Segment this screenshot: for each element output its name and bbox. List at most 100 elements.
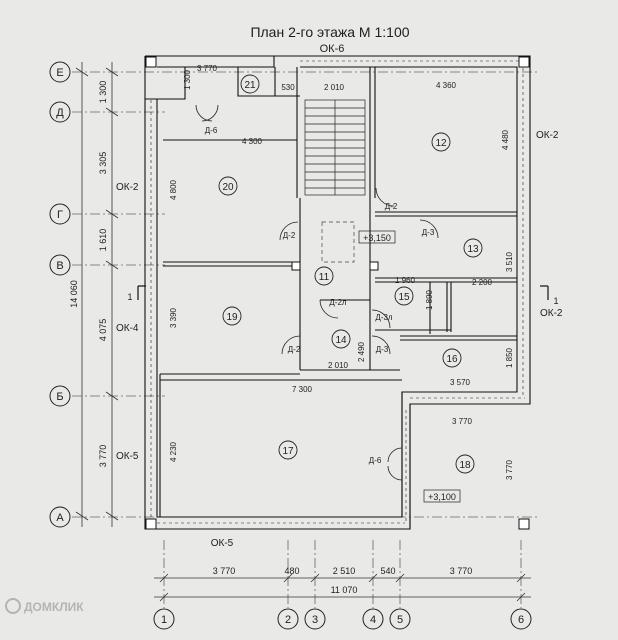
dim-left: 1 300: [98, 81, 108, 104]
domclick-watermark: ДОМКЛИК: [5, 598, 84, 614]
dim-inner: 3 570: [450, 378, 471, 387]
dim-inner: 2 010: [328, 361, 349, 370]
watermark-text: ДОМКЛИК: [24, 600, 84, 614]
dim-inner: 3 390: [169, 307, 178, 328]
axis-circle-g: [49, 203, 71, 225]
dim-inner: 4 480: [501, 129, 510, 150]
door-label: Д-2: [385, 202, 398, 211]
room-number: 12: [435, 138, 447, 149]
axis-label-row: Г: [57, 209, 63, 221]
door-label: Д-3: [422, 228, 435, 237]
dim-left: 3 305: [98, 152, 108, 175]
axis-markers-rows: [49, 61, 71, 528]
axis-circle-b: [49, 385, 71, 407]
level-mark-upper: +3,150: [363, 233, 391, 243]
room-number: 19: [226, 312, 238, 323]
section-cut-marks: [137, 285, 549, 300]
room-number: 11: [319, 272, 330, 283]
dim-inner: 4 230: [169, 441, 178, 462]
level-mark-lower: +3,100: [428, 492, 456, 502]
axis-label-row: Д: [56, 107, 64, 119]
axis-label-col: 1: [161, 614, 167, 626]
wall-hatch: [150, 60, 525, 524]
door-label: Д-3: [376, 345, 389, 354]
door-swings: [195, 104, 439, 481]
axis-label-row: Е: [56, 67, 63, 79]
axis-circle-e: [49, 61, 71, 83]
window-label-right-lower: ОК-2: [540, 308, 563, 319]
dim-left: 4 075: [98, 319, 108, 342]
axis-label-col: 4: [370, 614, 376, 626]
room-number: 20: [222, 182, 234, 193]
dim-inner: 4 800: [169, 179, 178, 200]
dim-left: 3 770: [98, 445, 108, 468]
axis-markers-cols: [153, 608, 532, 630]
axis-label-col: 2: [285, 614, 291, 626]
axis-circle-a: [49, 506, 71, 528]
dim-left-total: 14 060: [69, 280, 79, 308]
dim-bottom: 3 770: [213, 566, 236, 576]
room-number: 16: [446, 354, 458, 365]
room-number: 14: [335, 335, 347, 346]
axis-circle-6: [510, 608, 532, 630]
room-number: 21: [244, 80, 256, 91]
window-label-bottom: ОК-5: [211, 538, 234, 549]
room-markers: [218, 74, 483, 474]
door-label: Д-6: [369, 456, 382, 465]
level-mark-box: [423, 489, 461, 503]
plan-title: План 2-го этажа М 1:100: [250, 24, 409, 40]
columns: [145, 56, 530, 530]
axis-label-col: 6: [518, 614, 524, 626]
axis-circle-2: [277, 608, 299, 630]
dim-inner: 3 770: [505, 459, 514, 480]
room-number: 15: [398, 292, 410, 303]
dim-bottom: 480: [284, 566, 299, 576]
axis-circle-3: [304, 608, 326, 630]
window-label-left-lower: ОК-5: [116, 451, 139, 462]
dim-inner: 4 300: [242, 137, 263, 146]
watermark-logo-icon: [5, 598, 21, 614]
door-label: Д-6: [205, 126, 218, 135]
axis-circle-v: [49, 254, 71, 276]
dim-inner: 1 300: [183, 69, 192, 90]
dim-inner: 1 960: [395, 276, 416, 285]
door-label: Д-2л: [329, 298, 347, 307]
room-number: 17: [282, 446, 294, 457]
dim-left: 1 610: [98, 229, 108, 252]
dim-inner: 3 770: [452, 417, 473, 426]
dim-inner: 1 850: [505, 347, 514, 368]
axis-circle-d: [49, 101, 71, 123]
axis-circle-1: [153, 608, 175, 630]
dim-bottom: 2 510: [333, 566, 356, 576]
axis-label-row: Б: [56, 391, 63, 403]
dim-inner: 7 300: [292, 385, 313, 394]
dim-bottom: 540: [380, 566, 395, 576]
window-label-top: ОК-6: [320, 43, 345, 55]
dim-inner: 530: [281, 83, 295, 92]
axis-circle-5: [389, 608, 411, 630]
wall-outlines: [144, 55, 531, 530]
left-dimension-lines: [75, 62, 119, 527]
door-label: Д-3л: [375, 313, 393, 322]
dim-inner: 3 770: [197, 64, 218, 73]
dim-inner: 4 360: [436, 81, 457, 90]
window-label-left-upper: ОК-2: [116, 182, 139, 193]
window-label-right-upper: ОК-2: [536, 130, 559, 141]
dim-inner: 2 010: [324, 83, 345, 92]
axis-label-row: В: [56, 260, 63, 272]
dim-bottom: 3 770: [450, 566, 473, 576]
corridor-opening: [321, 221, 355, 263]
axis-label-col: 5: [397, 614, 403, 626]
door-label: Д-2: [283, 231, 296, 240]
axis-circle-4: [362, 608, 384, 630]
level-mark-box: [358, 230, 396, 244]
bottom-dimension-lines: [154, 573, 531, 602]
dim-inner: 2 490: [357, 341, 366, 362]
dim-bottom-total: 11 070: [331, 585, 358, 595]
axis-label-col: 3: [312, 614, 318, 626]
dim-inner: 1 890: [425, 289, 434, 310]
door-label: Д-2: [288, 345, 301, 354]
dim-inner: 2 200: [472, 278, 493, 287]
window-label-left-middle: ОК-4: [116, 323, 139, 334]
